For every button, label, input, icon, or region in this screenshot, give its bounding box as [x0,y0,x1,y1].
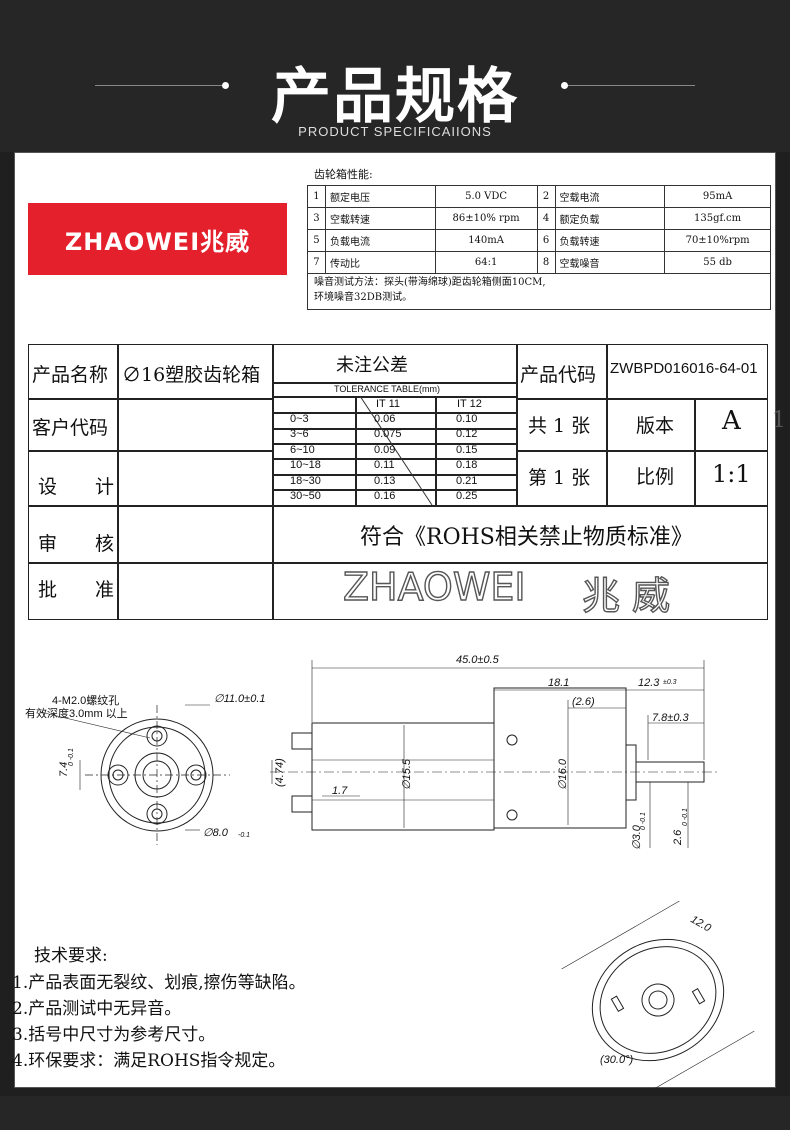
dim-hole-note-2: 有效深度3.0mm 以上 [25,708,128,720]
dim-iso-30-deg: (30.0°) [600,1054,634,1066]
tech-item-1: 1.产品表面无裂纹、划痕,擦伤等缺陷。 [12,973,306,993]
gearbox-title: 齿轮箱性能: [314,168,373,181]
tolerance-it12: 0.12 [456,428,478,440]
version-label: 版本 [636,415,675,437]
tolerance-it12: 0.25 [456,490,478,502]
gearbox-cell-n: 2 [536,185,556,208]
watermark-cn: 兆威 [581,573,683,618]
gearbox-cell-n: 6 [536,229,556,252]
header-dot-left [222,82,229,89]
page-subtitle: PRODUCT SPECIFICAIIONS [298,124,492,139]
dim-2-6-tolerance: 0 -0.1 [682,808,689,826]
product-name: ∅16塑胶齿轮箱 [122,364,261,386]
tolerance-label: 未注公差 [336,355,408,376]
tolerance-range: 3~6 [290,428,309,440]
gearbox-note-line-2: 环境噪音32DB测试。 [314,292,413,303]
dim-8-diameter: ∅8.0 [203,827,228,839]
page-footer [0,1096,790,1130]
dim-7-8: 7.8±0.3 [652,712,689,724]
dim-12-3-tolerance: ±0.3 [663,679,677,686]
tech-item-3: 3.括号中尺寸为参考尺寸。 [12,1025,216,1045]
product-code: ZWBPD016016-64-01 [610,360,758,377]
tolerance-it12: 0.21 [456,475,478,487]
dim-8-tolerance: -0.1 [238,832,251,839]
version-value: A [722,406,741,436]
scale-label: 比例 [636,466,675,488]
dim-4-74: (4.74) [274,758,286,787]
dim-1-7: 1.7 [332,785,348,797]
tolerance-it12: 0.10 [456,413,478,425]
header-rule-right [565,85,695,86]
tolerance-range: 10~18 [290,459,321,471]
side-mark: 1 [772,408,786,433]
tol-col-it11: IT 11 [376,398,401,410]
front-view [39,704,230,845]
tol-col-it12: IT 12 [457,398,482,410]
dim-12-3: 12.3 [638,677,660,689]
tolerance-it11: 0.13 [374,475,396,487]
dim-2-6: 2.6 [672,829,684,845]
tolerance-range: 18~30 [290,475,321,487]
gearbox-cell-n: 8 [536,251,556,274]
scale-value: 1:1 [712,460,751,488]
brand-logo: ZHAOWEI兆威 [28,203,287,275]
dim-18-1: 18.1 [548,677,570,689]
tolerance-table-label: TOLERANCE TABLE(mm) [334,384,441,394]
header-dot-right [561,82,568,89]
header-rule-left [95,85,225,86]
approve-label: 批 准 [38,579,115,601]
page-header: 产品规格 PRODUCT SPECIFICAIIONS [0,0,790,152]
dim-flange-diameter: ∅11.0±0.1 [214,693,266,705]
gearbox-note: 噪音测试方法：探头(带海绵球)距齿轮箱侧面10CM, 环境噪音32DB测试。 [307,273,771,310]
dim-total-length: 45.0±0.5 [456,654,499,666]
tolerance-it12: 0.15 [456,444,478,456]
iso-view [561,900,755,1100]
tolerance-range: 6~10 [290,444,315,456]
customer-code-label: 客户代码 [32,417,109,439]
tolerance-it11: 0.16 [374,490,396,502]
dim-7-4-tolerance: 0 -0.1 [68,748,75,766]
tolerance-it11: 0.075 [374,428,402,440]
tolerance-it11: 0.06 [374,413,396,425]
tolerance-it11: 0.09 [374,444,396,456]
page-title: 产品规格 [271,62,519,132]
brand-logo-text: ZHAOWEI兆威 [64,227,251,256]
sheet-number: 第 1 张 [528,467,591,489]
sheets-total: 共 1 张 [528,415,591,437]
dim-15-5: ∅15.5 [401,759,413,790]
tech-item-4: 4.环保要求：满足ROHS指令规定。 [12,1051,286,1071]
dim-2-6-ref: (2.6) [572,696,595,708]
tech-title: 技术要求: [34,946,108,966]
gearbox-cell-value: 55 db [664,251,771,274]
title-block-frame [28,344,768,620]
product-name-label: 产品名称 [32,364,109,386]
product-code-label: 产品代码 [520,364,597,386]
side-view [270,660,720,848]
dim-3-0-tolerance: 0 -0.1 [640,812,647,830]
review-label: 审 核 [38,533,115,555]
dim-hole-note-1: 4-M2.0螺纹孔 [52,695,120,707]
dim-16-0: ∅16.0 [557,759,569,790]
rohs-statement: 符合《ROHS相关禁止物质标准》 [360,525,693,550]
spec-sheet [14,152,776,1088]
tolerance-it12: 0.18 [456,459,478,471]
gearbox-note-line-1: 噪音测试方法：探头(带海绵球)距齿轮箱侧面10CM, [314,277,546,288]
gearbox-cell-n: 7 [307,251,326,274]
watermark-latin: ZHAOWEI [342,564,526,609]
tech-item-2: 2.产品测试中无异音。 [12,999,182,1019]
design-label: 设 计 [38,476,115,498]
tolerance-range: 30~50 [290,490,321,502]
tolerance-range: 0~3 [290,413,309,425]
tolerance-it11: 0.11 [374,459,395,471]
